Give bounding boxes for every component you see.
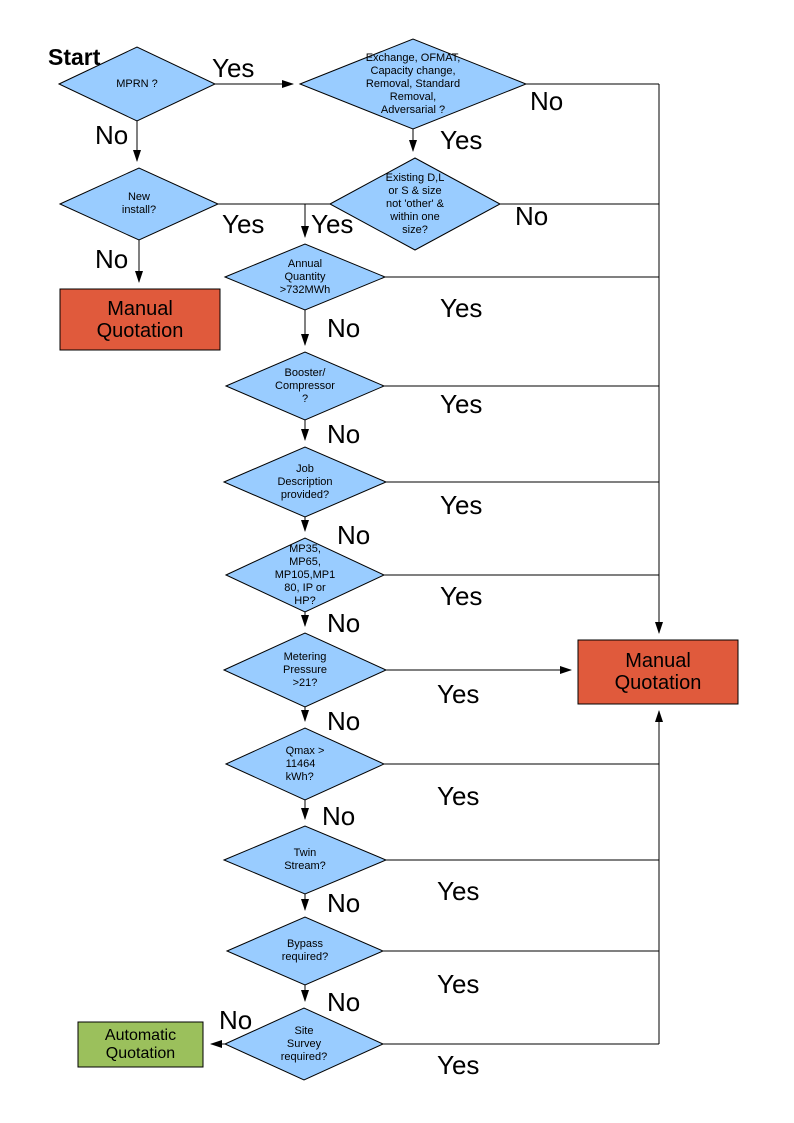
decision-bypass-label: Bypass required? [281,938,329,963]
label-twin-no: No [327,888,361,918]
label-existing-yes: Yes [311,209,354,239]
label-mprn-yes: Yes [212,53,255,83]
decision-site-shape [223,1007,385,1081]
decision-new-install-label: New install? [121,191,157,216]
label-bypass-no: No [327,987,361,1017]
label-annual-yes: Yes [440,293,483,323]
decision-metering-label: Metering Pressure >21? [282,650,328,689]
label-mprn-no: No [95,120,129,150]
label-new-install-yes: Yes [222,209,265,239]
decision-mprn-label: MPRN ? [116,77,158,90]
label-mp-no: No [327,608,361,638]
label-mp-yes: Yes [440,581,483,611]
decision-job-shape [222,446,388,518]
decision-exchange-shape [298,38,528,130]
terminal-manual-right-shape [577,639,739,705]
label-job-yes: Yes [440,490,483,520]
label-booster-yes: Yes [440,389,483,419]
start-label: Start [48,44,101,70]
decision-annual-label: Annual Quantity >732MWh [279,257,331,296]
decision-qmax-shape [224,727,386,801]
label-qmax-no: No [322,801,356,831]
label-exchange-yes: Yes [440,125,483,155]
decision-metering-shape [222,632,388,708]
decision-new-install-shape [58,167,220,241]
terminal-automatic-label: Automatic Quotation [104,1026,177,1062]
terminal-manual-left-label: Manual Quotation [96,297,184,342]
label-existing-no: No [515,201,549,231]
label-exchange-no: No [530,86,564,116]
label-twin-yes: Yes [437,876,480,906]
label-job-no: No [337,520,371,550]
decision-twin-label: Twin Stream? [284,847,326,872]
decision-existing-shape [328,157,502,251]
label-annual-no: No [327,313,361,343]
decision-twin-shape [222,825,388,895]
terminal-manual-left-shape [59,288,221,351]
decision-site-label: Site Survey required? [280,1024,328,1063]
label-site-yes: Yes [437,1050,480,1080]
label-booster-no: No [327,419,361,449]
decision-annual-shape [223,243,387,311]
decision-bypass-shape [225,916,385,986]
label-qmax-yes: Yes [437,781,480,811]
label-bypass-yes: Yes [437,969,480,999]
terminal-automatic-shape [77,1021,204,1068]
decision-mp-label: MP35, MP65, MP105,MP1 80, IP or HP? [274,542,336,607]
decision-qmax-label: Qmax > 11464 kWh? [285,744,325,783]
terminal-manual-right-label: Manual Quotation [614,650,702,694]
label-site-no: No [219,1005,253,1035]
decision-booster-shape [224,351,386,421]
decision-booster-label: Booster/ Compressor ? [275,366,335,405]
decision-mprn-shape [57,46,217,122]
decision-mp-shape [224,537,386,613]
decision-existing-label: Existing D,L or S & size not 'other' & w… [385,171,445,236]
label-metering-no: No [327,706,361,736]
decision-exchange-label: Exchange, OFMAT, Capacity change, Remova… [365,51,461,116]
decision-job-label: Job Description provided? [277,462,333,501]
label-metering-yes: Yes [437,679,480,709]
label-new-install-no: No [95,244,129,274]
